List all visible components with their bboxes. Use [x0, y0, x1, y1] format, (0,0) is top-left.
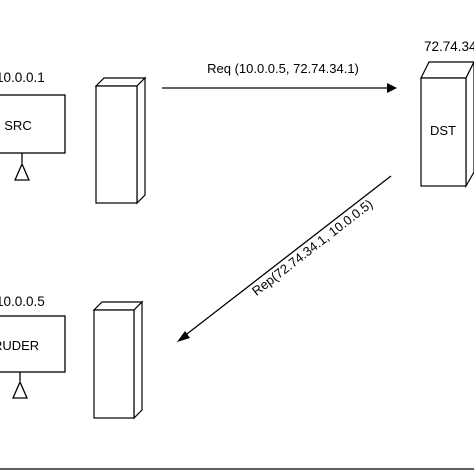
reply-arrow	[177, 175, 392, 342]
intruder-switch	[92, 300, 144, 420]
dst-host: 72.74.34.1 DST	[420, 39, 474, 189]
intruder-box	[0, 315, 66, 373]
request-arrow	[162, 83, 397, 93]
reply-label: Rep(72.74.34.1, 10.0.0.5)	[249, 196, 375, 298]
intruder-label: INTRUDER	[0, 338, 39, 353]
src-switch	[94, 76, 147, 205]
src-box	[0, 94, 66, 154]
src-triangle-icon	[14, 162, 30, 181]
intruder-ip-label: 10.0.0.5	[0, 294, 45, 309]
intruder-triangle-icon	[12, 380, 28, 399]
intruder-host: 10.0.0.5 INTRUDER	[0, 294, 66, 399]
src-ip-label: 10.0.0.1	[0, 70, 45, 85]
dst-box	[420, 77, 467, 187]
request-label: Req (10.0.0.5, 72.74.34.1)	[207, 61, 359, 76]
dst-label: DST	[430, 123, 456, 138]
src-host: 10.0.0.1 SRC	[0, 70, 66, 181]
dst-ip-label: 72.74.34.1	[424, 39, 474, 54]
src-label: SRC	[4, 118, 31, 133]
